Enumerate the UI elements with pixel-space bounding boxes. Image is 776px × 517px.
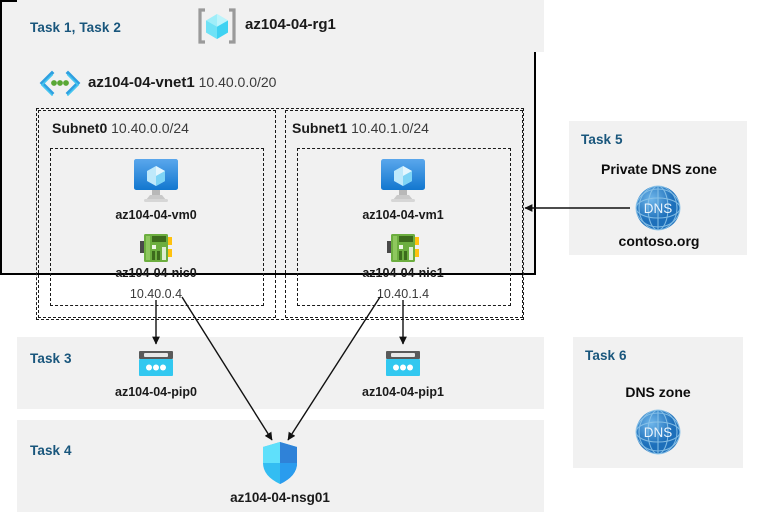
- network-interface-icon: [138, 231, 174, 265]
- resource-group-icon: [197, 7, 237, 45]
- subnet-name-1: Subnet1: [292, 120, 348, 136]
- private-dns-name: contoso.org: [618, 233, 700, 249]
- vnet-header: az104-04-vnet1 10.40.0.0/20: [88, 74, 276, 91]
- subnet-cidr-1: 10.40.1.0/24: [351, 120, 429, 136]
- nic-name-1: az104-04-nic1: [362, 266, 444, 280]
- dns-zone-icon: DNS: [634, 408, 682, 456]
- vm-name-0: az104-04-vm0: [115, 208, 197, 222]
- public-ip-address-icon: [137, 349, 175, 379]
- nic-ip-1: 10.40.1.4: [376, 287, 430, 301]
- resource-group-band: [17, 0, 544, 52]
- public-dns-heading: DNS zone: [625, 384, 691, 400]
- subnet-header-0: Subnet0 10.40.0.0/24: [52, 120, 189, 136]
- nic-name-0: az104-04-nic0: [115, 266, 197, 280]
- private-dns-heading: Private DNS zone: [601, 161, 717, 177]
- pip-name-0: az104-04-pip0: [115, 385, 197, 399]
- vnet-cidr: 10.40.0.0/20: [198, 74, 277, 90]
- dns-zone-icon: DNS: [634, 184, 682, 232]
- virtual-machine-icon: [375, 157, 431, 203]
- subnet-container-1: [285, 110, 523, 318]
- public-ip-address-icon: [384, 349, 422, 379]
- subnets-wrapper: [36, 108, 524, 320]
- vm-container-1: [297, 148, 511, 306]
- nsg-name: az104-04-nsg01: [230, 490, 330, 505]
- pip-name-1: az104-04-pip1: [362, 385, 444, 399]
- network-security-group-icon: [261, 441, 299, 485]
- task-label-nsg: Task 4: [30, 443, 72, 458]
- subnet-header-1: Subnet1 10.40.1.0/24: [292, 120, 429, 136]
- svg-text:DNS: DNS: [644, 201, 673, 216]
- svg-text:DNS: DNS: [644, 425, 673, 440]
- network-interface-icon: [385, 231, 421, 265]
- virtual-network-icon: [38, 70, 82, 97]
- task-label-public-dns: Task 6: [585, 348, 627, 363]
- subnet-container-0: [38, 110, 276, 318]
- vm-container-0: [50, 148, 264, 306]
- task-label-private-dns: Task 5: [581, 132, 623, 147]
- vnet-name: az104-04-vnet1: [88, 74, 195, 91]
- subnet-cidr-0: 10.40.0.0/24: [111, 120, 189, 136]
- vm-name-1: az104-04-vm1: [362, 208, 444, 222]
- subnet-name-0: Subnet0: [52, 120, 108, 136]
- virtual-machine-icon: [128, 157, 184, 203]
- nic-ip-0: 10.40.0.4: [129, 287, 183, 301]
- task-label-rg: Task 1, Task 2: [30, 20, 121, 35]
- public-ip-panel: [17, 337, 544, 409]
- resource-group-name: az104-04-rg1: [245, 16, 336, 33]
- task-label-pip: Task 3: [30, 351, 72, 366]
